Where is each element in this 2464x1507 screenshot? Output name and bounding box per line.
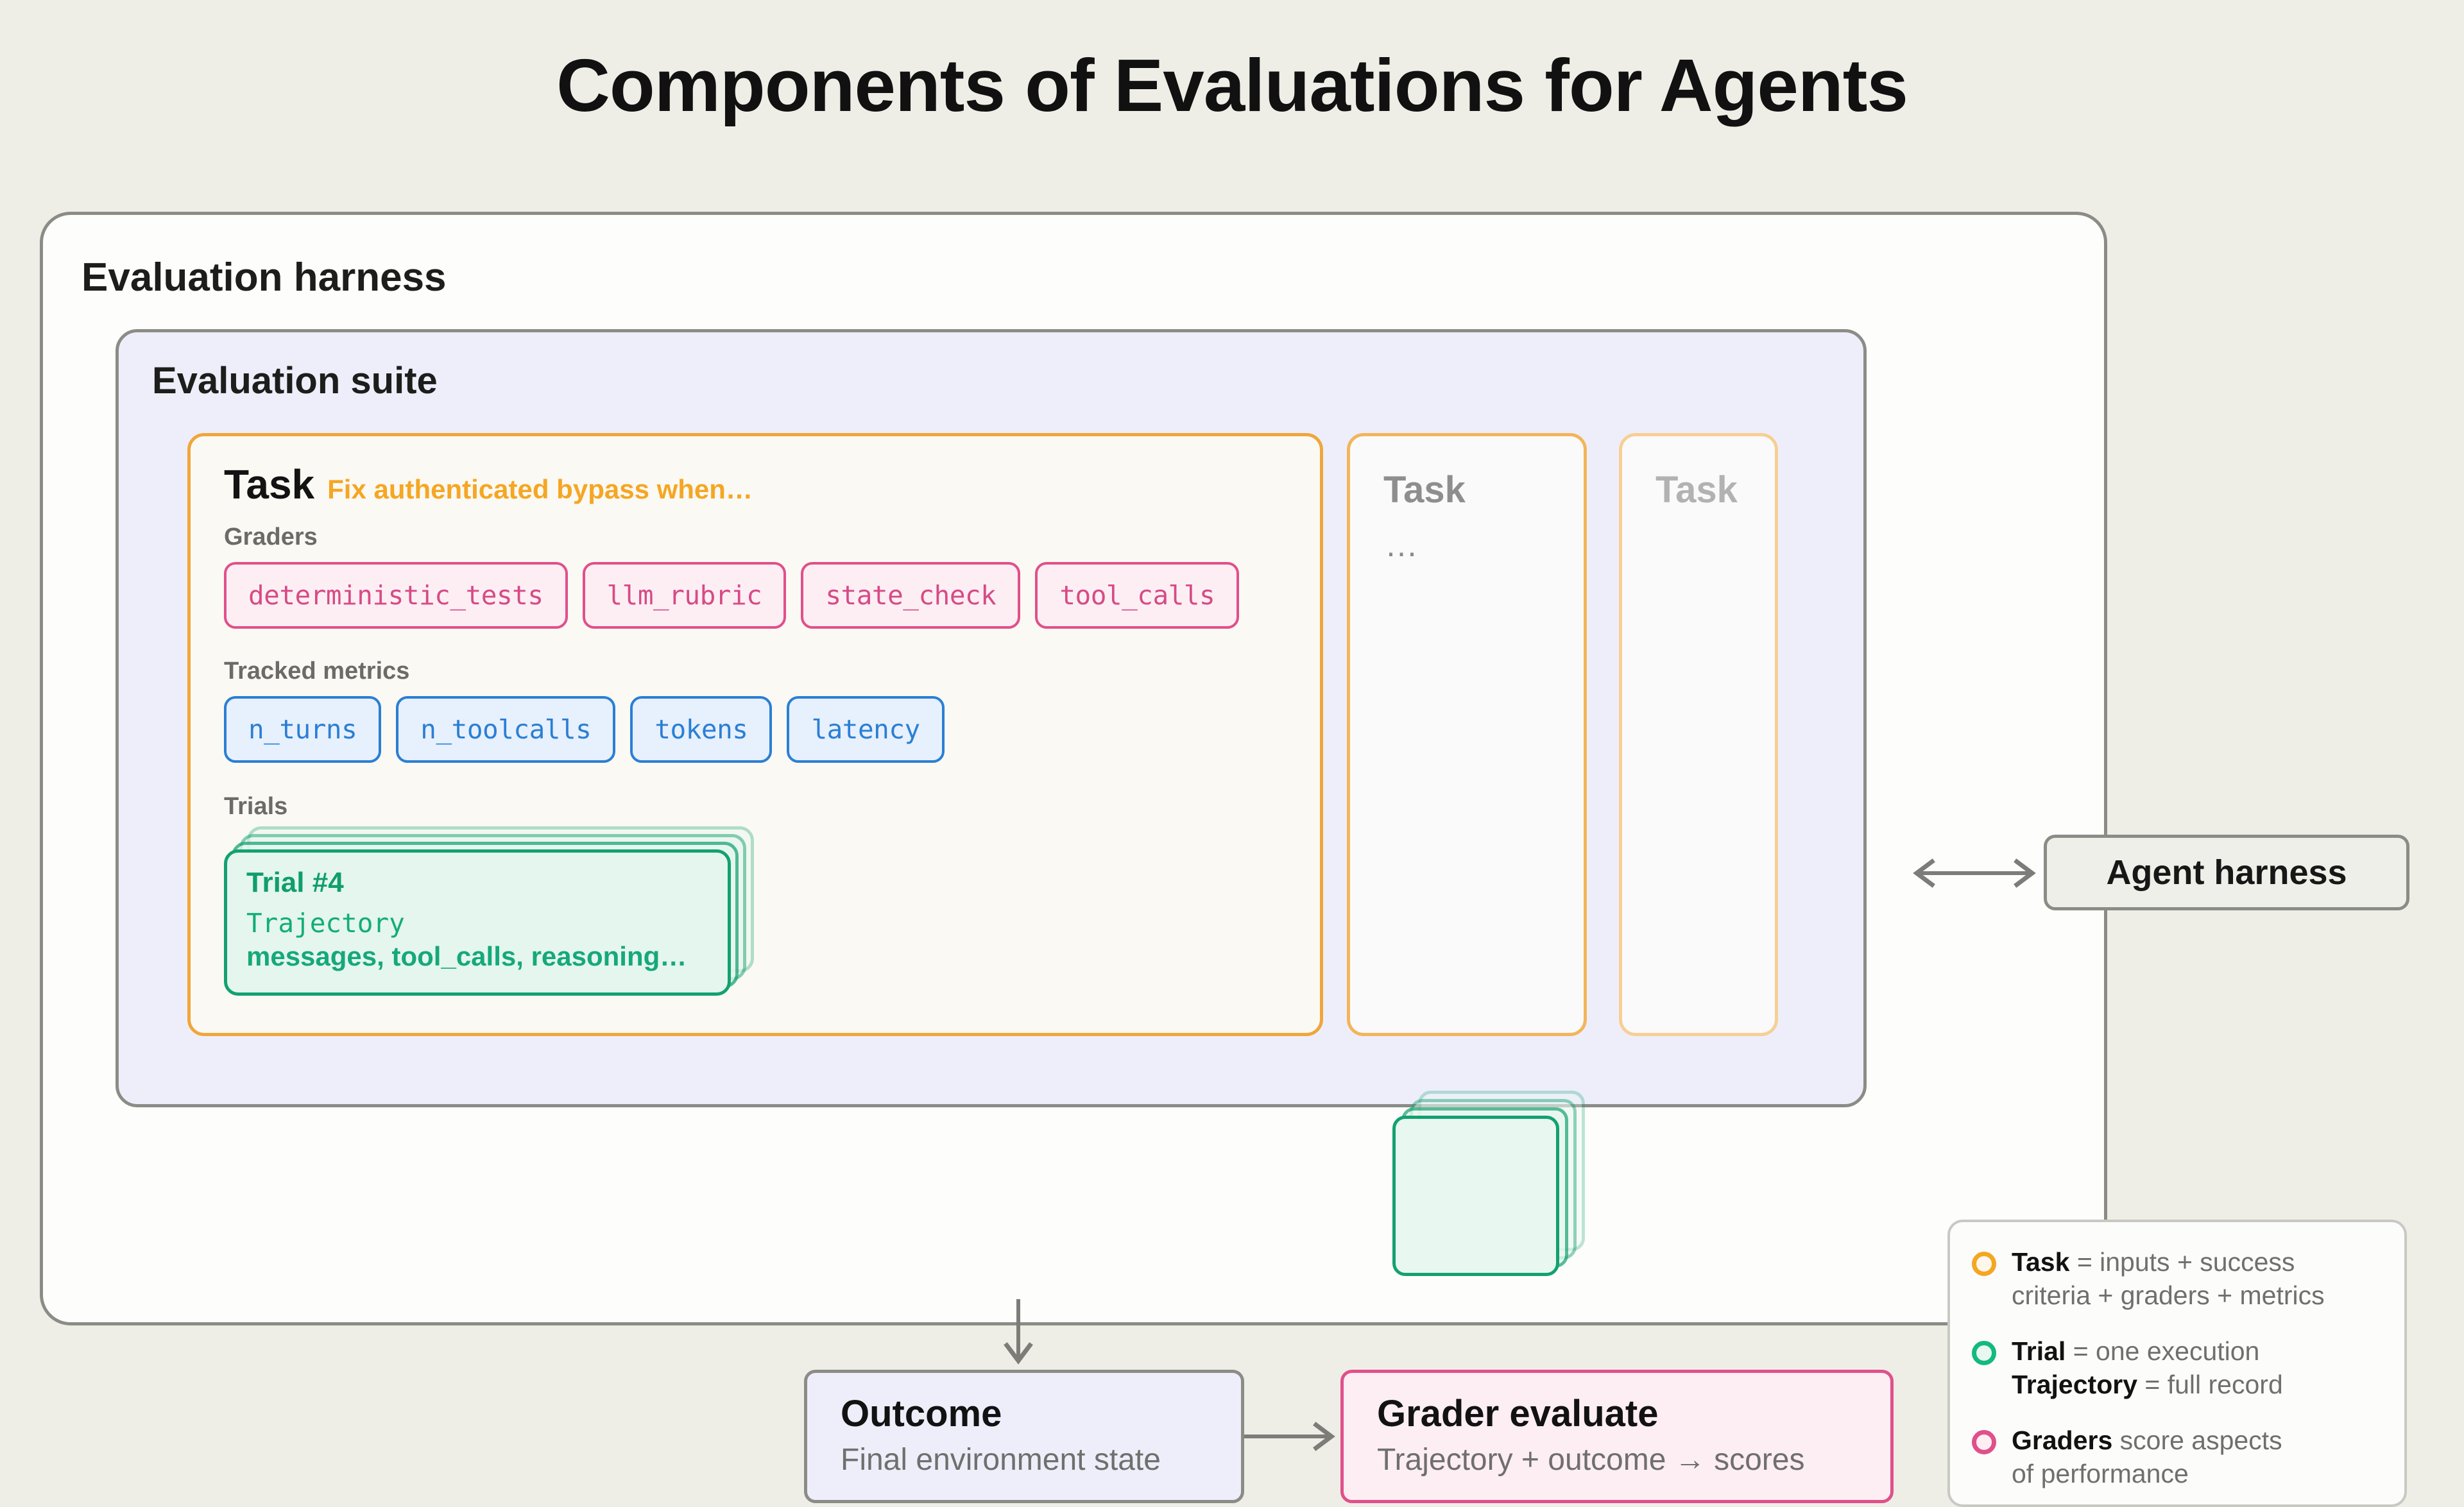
graders-chip-row: deterministic_tests llm_rubric state_che… (224, 562, 1240, 629)
outcome-title: Outcome (841, 1393, 1002, 1435)
metric-chip[interactable]: tokens (630, 696, 773, 763)
grader-chip[interactable]: state_check (801, 562, 1021, 629)
grader-evaluate-title: Grader evaluate (1377, 1393, 1659, 1435)
legend-term-trajectory: Trajectory (2012, 1370, 2137, 1400)
task-card-secondary[interactable]: Task … (1347, 433, 1587, 1276)
legend-dot-graders-icon (1972, 1429, 1996, 1454)
evaluation-suite-label: Evaluation suite (152, 360, 438, 402)
agent-harness-box[interactable]: Agent harness (2044, 835, 2409, 910)
legend-term-task: Task (2012, 1247, 2070, 1277)
metric-chip[interactable]: n_toolcalls (396, 696, 616, 763)
evaluation-harness-container: Evaluation harness Evaluation suite Task… (40, 212, 2409, 1507)
trial-card-body: Trial #4 Trajectory messages, tool_calls… (246, 867, 687, 972)
arrow-right-icon (1244, 1422, 1335, 1451)
grader-evaluate-box[interactable]: Grader evaluate Trajectory + outcome → s… (1340, 1370, 1894, 1503)
trial-card-stack: Trial #4 Trajectory messages, tool_calls… (224, 826, 763, 996)
outcome-box[interactable]: Outcome Final environment state (804, 1370, 1244, 1503)
task-ellipsis: … (1385, 527, 1422, 564)
trial-card-stack-mini (1392, 1091, 1585, 1277)
legend-desc-task-line2: criteria + graders + metrics (2012, 1281, 2325, 1311)
bidirectional-arrow-icon (1913, 858, 2036, 888)
legend-item-task: Task = inputs + success criteria + grade… (1972, 1245, 2383, 1313)
metrics-chip-row: n_turns n_toolcalls tokens latency (224, 696, 945, 763)
metric-chip[interactable]: n_turns (224, 696, 382, 763)
page-title: Components of Evaluations for Agents (556, 44, 1908, 127)
legend-text-task: Task = inputs + success criteria + grade… (2012, 1245, 2325, 1313)
legend-item-trial: Trial = one execution Trajectory = full … (1972, 1334, 2383, 1402)
grader-chip[interactable]: llm_rubric (582, 562, 787, 629)
outcome-subtitle: Final environment state (841, 1443, 1161, 1477)
legend-desc-graders: score aspects (2112, 1425, 2282, 1455)
metrics-section-label: Tracked metrics (224, 658, 410, 685)
legend-panel: Task = inputs + success criteria + grade… (1947, 1220, 2407, 1507)
trajectory-label: Trajectory (246, 908, 405, 939)
grader-evaluate-subtitle: Trajectory + outcome → scores (1377, 1443, 1805, 1477)
legend-term-trial: Trial (2012, 1336, 2066, 1366)
task-header: Task Fix authenticated bypass when… (224, 461, 753, 508)
trial-card-front-mini (1392, 1116, 1559, 1276)
grader-chip[interactable]: tool_calls (1035, 562, 1240, 629)
grader-chip[interactable]: deterministic_tests (224, 562, 568, 629)
task-card-tertiary[interactable]: Task (1619, 433, 1778, 1036)
task-title: Task (1656, 469, 1738, 511)
trial-card-front[interactable]: Trial #4 Trajectory messages, tool_calls… (224, 849, 731, 996)
trial-number: Trial #4 (246, 867, 344, 898)
arrow-down-icon (1004, 1299, 1033, 1365)
legend-dot-trial-icon (1972, 1340, 1996, 1365)
task-card-primary[interactable]: Task Fix authenticated bypass when… Grad… (187, 433, 1323, 1036)
legend-text-graders: Graders score aspects of performance (2012, 1424, 2282, 1491)
evaluation-suite-container: Evaluation suite Task Fix authenticated … (116, 329, 1867, 1276)
evaluation-harness-label: Evaluation harness (81, 255, 447, 300)
legend-desc-graders-line2: of performance (2012, 1459, 2189, 1489)
graders-section-label: Graders (224, 524, 318, 550)
legend-text-trial: Trial = one execution Trajectory = full … (2012, 1334, 2283, 1402)
legend-term-graders: Graders (2012, 1425, 2113, 1455)
trials-section-label: Trials (224, 793, 288, 820)
legend-item-graders: Graders score aspects of performance (1972, 1424, 2383, 1491)
legend-dot-task-icon (1972, 1252, 1996, 1276)
trajectory-fields: messages, tool_calls, reasoning… (246, 941, 687, 971)
task-subtitle: Fix authenticated bypass when… (327, 474, 753, 504)
legend-desc-task: = inputs + success (2069, 1247, 2295, 1277)
legend-desc-trajectory: = full record (2137, 1370, 2283, 1400)
agent-harness-label: Agent harness (2106, 853, 2347, 892)
task-title: Task (1383, 469, 1466, 511)
metric-chip[interactable]: latency (787, 696, 945, 763)
legend-desc-trial: = one execution (2066, 1336, 2260, 1366)
task-title: Task (224, 461, 315, 507)
